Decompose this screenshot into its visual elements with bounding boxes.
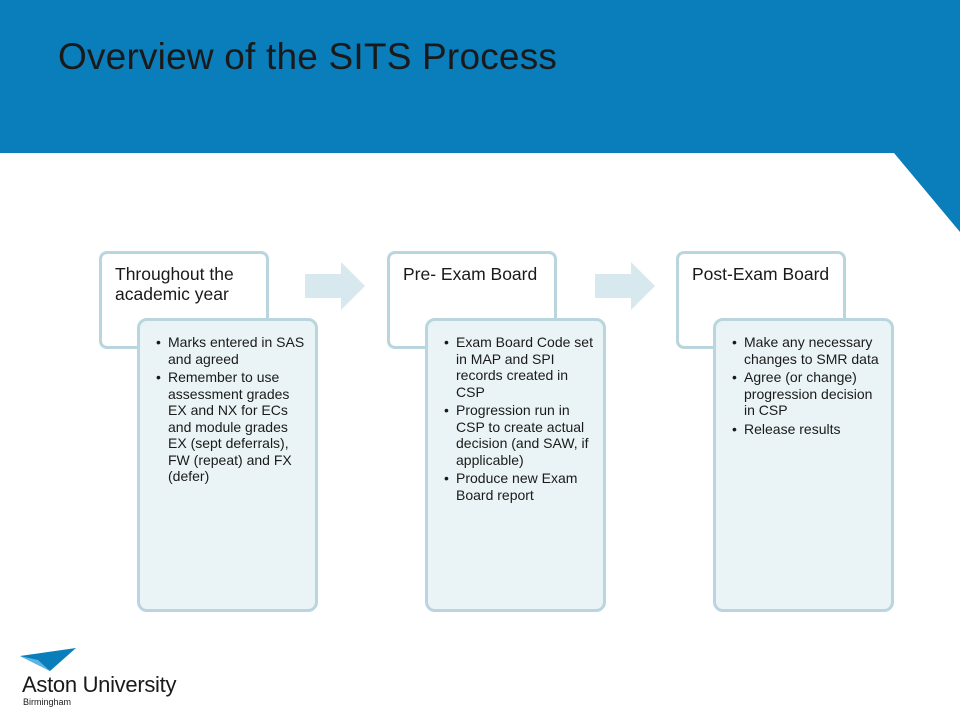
stage-heading-pre-exam: Pre- Exam Board <box>387 251 557 349</box>
list-item: Exam Board Code set in MAP and SPI recor… <box>444 334 593 400</box>
list-item: Remember to use assessment grades EX and… <box>156 369 305 485</box>
arrow-right-icon <box>305 262 365 310</box>
arrow-right-icon <box>595 262 655 310</box>
stage-details-throughout: Marks entered in SAS and agreed Remember… <box>137 318 318 612</box>
header-banner <box>0 0 960 232</box>
list-item: Produce new Exam Board report <box>444 470 593 503</box>
list-item: Make any necessary changes to SMR data <box>732 334 881 367</box>
logo-name: Aston University <box>22 672 177 697</box>
list-item: Agree (or change) progression decision i… <box>732 369 881 419</box>
list-item: Progression run in CSP to create actual … <box>444 402 593 468</box>
stage-details-pre-exam: Exam Board Code set in MAP and SPI recor… <box>425 318 606 612</box>
logo-city: Birmingham <box>23 697 72 707</box>
list-item: Release results <box>732 421 881 438</box>
aston-triangle-logo-icon <box>20 648 76 671</box>
list-item: Marks entered in SAS and agreed <box>156 334 305 367</box>
slide-title: Overview of the SITS Process <box>58 36 558 77</box>
stage-details-post-exam: Make any necessary changes to SMR data A… <box>713 318 894 612</box>
